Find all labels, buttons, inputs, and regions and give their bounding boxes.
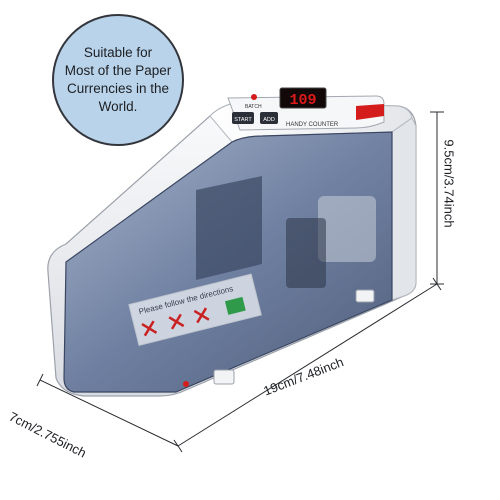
model-label: HANDY COUNTER <box>286 122 339 128</box>
batch-indicator-icon <box>251 94 257 100</box>
length-dimension-line <box>177 283 438 447</box>
add-button[interactable] <box>260 112 278 124</box>
callout-line: Suitable for <box>83 45 153 60</box>
callout-text: Suitable for Most of the Paper Currencie… <box>60 44 176 116</box>
add-button-label: ADD <box>263 117 275 123</box>
batch-label: BATCH <box>245 104 262 110</box>
height-dimension-label: 9.5cm/3.74inch <box>441 139 457 228</box>
start-button-label: START <box>234 117 252 123</box>
cover-hinge-right <box>355 289 375 303</box>
width-dimension-line <box>39 379 179 447</box>
callout-line: World. <box>98 99 138 114</box>
display-screen <box>279 87 327 109</box>
callout-line: Currencies in the <box>66 81 170 96</box>
device-side-panel <box>391 117 417 301</box>
start-button[interactable] <box>232 112 254 124</box>
inner-panel <box>196 176 262 280</box>
control-panel: 109 BATCH START ADD HANDY COUNTER <box>227 87 385 131</box>
money-counter-device: Please follow the directions <box>47 101 417 397</box>
inner-slot <box>286 218 326 288</box>
red-accent-strip <box>356 104 384 120</box>
dimension-lines <box>36 111 444 453</box>
callout-line: Most of the Paper <box>64 63 172 78</box>
inner-block <box>318 196 376 262</box>
display-value: 109 <box>289 92 316 109</box>
cover-hinge-left <box>213 369 235 385</box>
indicator-light <box>183 381 189 387</box>
feature-callout: Suitable for Most of the Paper Currencie… <box>52 14 184 146</box>
